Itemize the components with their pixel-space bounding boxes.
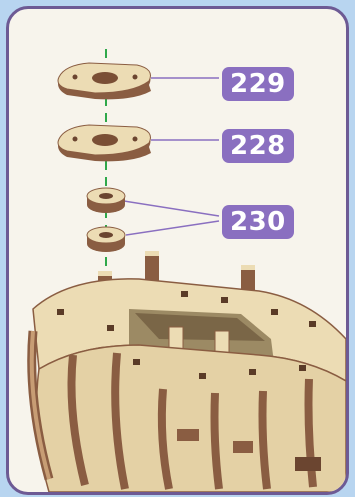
part-230-washer-lower — [87, 227, 125, 252]
part-number-label-228: 228 — [222, 129, 294, 163]
part-230-washer-upper — [87, 188, 125, 213]
instruction-frame: 229 228 230 — [6, 6, 349, 495]
assembly-illustration — [9, 9, 346, 492]
part-229-plate — [58, 63, 151, 99]
part-228-plate — [58, 125, 151, 161]
part-number-label-230: 230 — [222, 205, 294, 239]
part-number-label-229: 229 — [222, 67, 294, 101]
leader-line-230b — [126, 221, 219, 235]
leader-line-230a — [124, 201, 219, 216]
wooden-model-assembly — [32, 251, 346, 492]
